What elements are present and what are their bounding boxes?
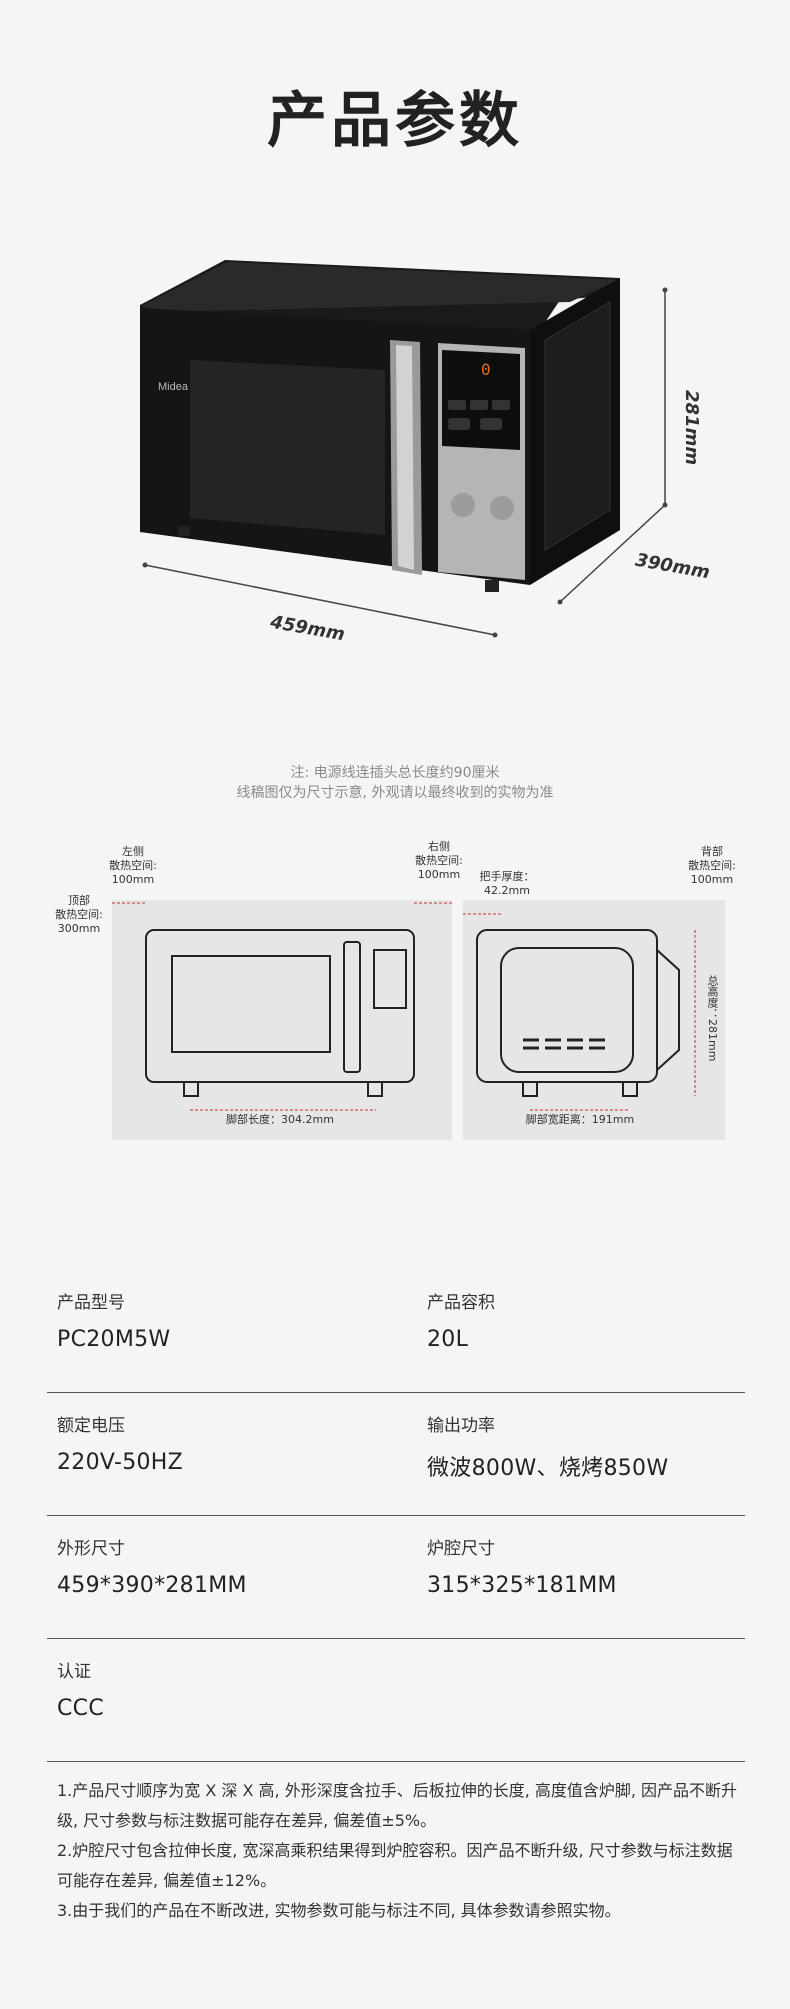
spec-row: 产品型号 PC20M5W 产品容积 20L bbox=[47, 1270, 745, 1393]
side-line-diagram bbox=[463, 900, 725, 1140]
spec-cell: 产品型号 PC20M5W bbox=[57, 1288, 170, 1352]
spec-label: 输出功率 bbox=[427, 1416, 495, 1436]
spec-value: CCC bbox=[57, 1696, 104, 1721]
spec-label: 炉腔尺寸 bbox=[427, 1539, 495, 1559]
footnote: 1.产品尺寸顺序为宽 X 深 X 高, 外形深度含拉手、后板拉伸的长度, 高度值… bbox=[57, 1781, 738, 1830]
front-line-diagram bbox=[112, 900, 452, 1140]
spec-cell: 炉腔尺寸 315*325*181MM bbox=[427, 1534, 617, 1598]
spec-value: 459*390*281MM bbox=[57, 1573, 247, 1598]
product-image: 0 Midea 459mm 390mm 281mm bbox=[130, 240, 730, 660]
handle-thickness-label: 把手厚度：42.2mm bbox=[479, 870, 535, 897]
footnote: 2.炉腔尺寸包含拉伸长度, 宽深高乘积结果得到炉腔容积。因产品不断升级, 尺寸参… bbox=[57, 1841, 733, 1890]
power-cord-note: 注: 电源线连插头总长度约90厘米 bbox=[290, 765, 500, 781]
microwave-illustration: 0 Midea bbox=[140, 260, 668, 638]
total-height-label: 总高度：281mm bbox=[706, 975, 719, 1062]
left-clearance-label: 左侧散热空间:100mm bbox=[109, 845, 157, 886]
disclaimer-note: 线稿图仅为尺寸示意, 外观请以最终收到的实物为准 bbox=[236, 785, 554, 801]
footnote: 3.由于我们的产品在不断改进, 实物参数可能与标注不同, 具体参数请参照实物。 bbox=[57, 1901, 621, 1920]
brand-logo: Midea bbox=[158, 381, 189, 393]
spec-row: 外形尺寸 459*390*281MM 炉腔尺寸 315*325*181MM bbox=[47, 1516, 745, 1639]
spec-cell: 认证 CCC bbox=[57, 1657, 104, 1721]
back-clearance-label: 背部散热空间:100mm bbox=[688, 845, 736, 886]
spec-value: PC20M5W bbox=[57, 1327, 171, 1352]
footnotes: 1.产品尺寸顺序为宽 X 深 X 高, 外形深度含拉手、后板拉伸的长度, 高度值… bbox=[57, 1776, 747, 1926]
right-clearance-label: 右侧散热空间:100mm bbox=[415, 840, 463, 881]
spec-cell: 产品容积 20L bbox=[427, 1288, 495, 1352]
spec-label: 额定电压 bbox=[57, 1416, 125, 1436]
svg-text:0: 0 bbox=[481, 360, 491, 379]
spec-cell: 额定电压 220V-50HZ bbox=[57, 1411, 183, 1475]
foot-width-label: 脚部宽距离：191mm bbox=[525, 1113, 635, 1126]
spec-label: 产品容积 bbox=[427, 1293, 495, 1313]
spec-table: 产品型号 PC20M5W 产品容积 20L 额定电压 220V-50HZ 输出功… bbox=[47, 1270, 745, 1762]
height-dimension: 281mm bbox=[681, 390, 702, 466]
spec-value: 20L bbox=[427, 1327, 469, 1352]
spec-row: 额定电压 220V-50HZ 输出功率 微波800W、烧烤850W bbox=[47, 1393, 745, 1516]
spec-label: 产品型号 bbox=[57, 1293, 125, 1313]
foot-length-label: 脚部长度：304.2mm bbox=[226, 1113, 334, 1126]
page-title: 产品参数 bbox=[267, 86, 523, 156]
spec-cell: 输出功率 微波800W、烧烤850W bbox=[427, 1411, 668, 1482]
spec-cell: 外形尺寸 459*390*281MM bbox=[57, 1534, 247, 1598]
spec-value: 微波800W、烧烤850W bbox=[427, 1456, 669, 1481]
spec-row: 认证 CCC bbox=[47, 1639, 745, 1762]
spec-label: 认证 bbox=[57, 1662, 91, 1682]
top-clearance-label: 顶部散热空间:300mm bbox=[55, 894, 103, 935]
spec-value: 220V-50HZ bbox=[57, 1450, 183, 1475]
spec-label: 外形尺寸 bbox=[57, 1539, 125, 1559]
spec-value: 315*325*181MM bbox=[427, 1573, 617, 1598]
